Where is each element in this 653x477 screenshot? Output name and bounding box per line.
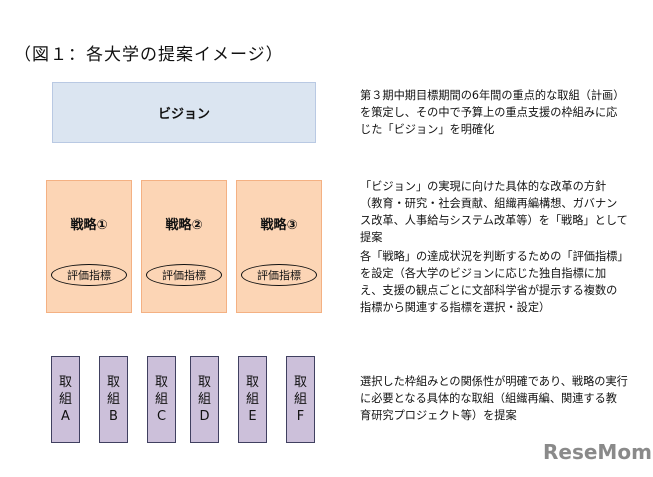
vision-description: 第３期中期目標期間の6年間の重点的な取組（計画）を策定し、その中で予算上の重点支… bbox=[360, 89, 625, 136]
initiative-char: 取 bbox=[154, 375, 168, 390]
indicator-description: 各「戦略」の達成状況を判断するための「評価指標」を設定（各大学のビジョンに応じた… bbox=[360, 250, 623, 314]
initiative-char: 取 bbox=[106, 375, 120, 390]
initiative-box-e: 取 組 E bbox=[238, 356, 267, 443]
initiative-box-d: 取 組 D bbox=[190, 356, 219, 443]
initiative-description: 選択した枠組みとの関係性が明確であり、戦略の実行に必要となる具体的な取組（組織再… bbox=[360, 375, 628, 422]
vision-box: ビジョン bbox=[52, 82, 316, 143]
initiative-char: 取 bbox=[293, 375, 307, 390]
strategy-box-3: 戦略③ 評価指標 bbox=[236, 180, 322, 313]
initiative-char: 取 bbox=[245, 375, 259, 390]
resemom-logo: ReseMom bbox=[543, 440, 652, 464]
strategy-box-2: 戦略② 評価指標 bbox=[141, 180, 227, 313]
initiative-char: 取 bbox=[197, 375, 211, 390]
initiative-box-f: 取 組 F bbox=[286, 356, 315, 443]
initiative-letter: C bbox=[156, 409, 167, 424]
strategy-description: 「ビジョン」の実現に向けた具体的な改革の方針（教育・研究・社会貢献、組織再編構想… bbox=[360, 180, 628, 244]
strategy-box-1: 戦略① 評価指標 bbox=[46, 180, 132, 313]
initiative-letter: E bbox=[248, 409, 257, 424]
indicator-label: 評価指標 bbox=[67, 269, 111, 282]
initiative-char: 組 bbox=[293, 392, 307, 407]
initiative-letter: F bbox=[296, 409, 305, 424]
strategy-label: 戦略③ bbox=[260, 218, 298, 233]
initiative-letter: B bbox=[109, 409, 118, 424]
vision-label: ビジョン bbox=[157, 107, 210, 122]
strategy-label: 戦略② bbox=[165, 218, 203, 233]
initiative-char: 組 bbox=[197, 392, 211, 407]
indicator-label: 評価指標 bbox=[257, 269, 301, 282]
indicator-label: 評価指標 bbox=[162, 269, 206, 282]
initiative-letter: D bbox=[199, 409, 210, 424]
figure-title: （図１：各大学の提案イメージ） bbox=[14, 45, 284, 65]
indicator-ellipse: 評価指標 bbox=[146, 264, 222, 286]
indicator-ellipse: 評価指標 bbox=[241, 264, 317, 286]
initiative-box-c: 取 組 C bbox=[147, 356, 176, 443]
initiative-char: 組 bbox=[245, 392, 259, 407]
indicator-ellipse: 評価指標 bbox=[51, 264, 127, 286]
initiative-char: 組 bbox=[154, 392, 168, 407]
initiative-char: 組 bbox=[58, 392, 72, 407]
initiative-box-a: 取 組 A bbox=[51, 356, 80, 443]
initiative-box-b: 取 組 B bbox=[99, 356, 128, 443]
strategy-label: 戦略① bbox=[70, 218, 108, 233]
initiative-char: 取 bbox=[58, 375, 72, 390]
initiative-letter: A bbox=[61, 409, 70, 424]
initiative-char: 組 bbox=[106, 392, 120, 407]
